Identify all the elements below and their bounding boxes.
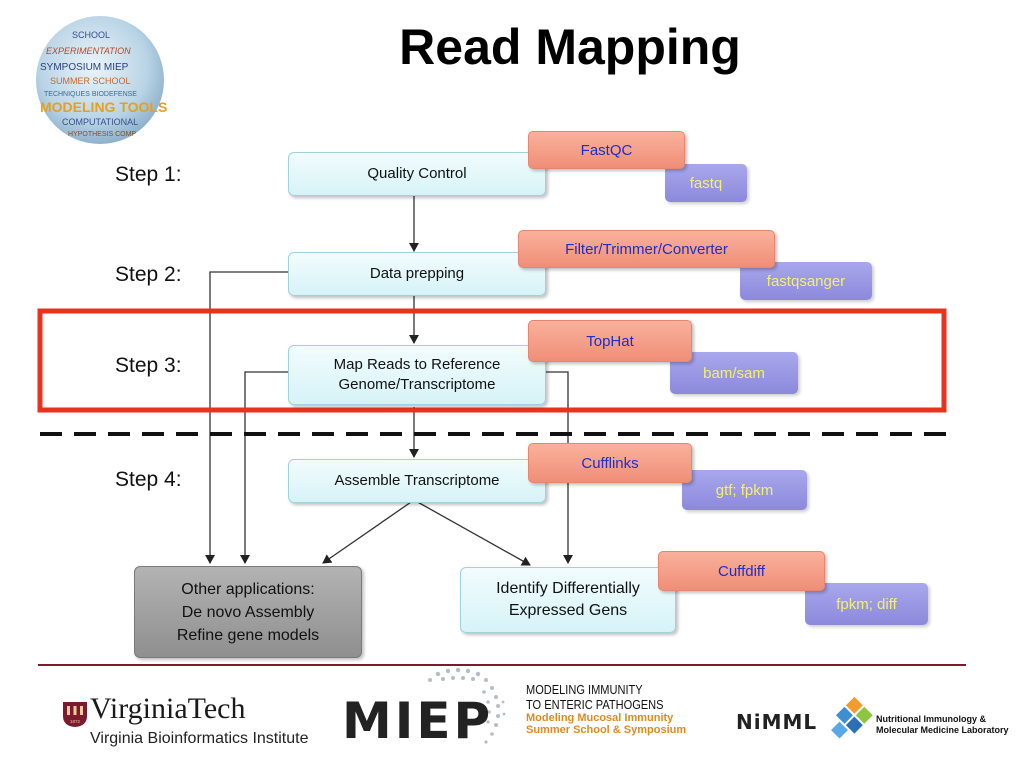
virginia-tech-logo: 1872 VirginiaTech Virginia Bioinformatic… bbox=[62, 690, 322, 754]
miep-line2: TO ENTERIC PATHOGENS bbox=[526, 697, 664, 712]
arrow-step2-other bbox=[205, 271, 288, 564]
miep-dots-icon bbox=[428, 667, 506, 744]
other-applications-line2: De novo Assembly bbox=[181, 603, 315, 621]
logo-word: COMPUTATIONAL bbox=[62, 117, 138, 127]
nimml-wordmark: NiMML bbox=[736, 710, 818, 734]
nimml-subtitle: Nutritional Immunology & Molecular Medic… bbox=[876, 714, 1009, 736]
quality-control-box: Quality Control bbox=[288, 152, 546, 196]
miep-line3: Modeling Mucosal Immunity bbox=[526, 712, 674, 724]
tool-filter-trimmer-converter: Filter/Trimmer/Converter bbox=[518, 230, 775, 268]
map-reads-box: Map Reads to Reference Genome/Transcript… bbox=[288, 345, 546, 405]
map-reads-label-line2: Genome/Transcriptome bbox=[338, 376, 496, 393]
arrow-step4-diff bbox=[413, 499, 531, 566]
map-reads-label-line1: Map Reads to Reference bbox=[333, 356, 501, 373]
differential-expression-box: Identify Differentially Expressed Gens bbox=[460, 567, 676, 633]
assemble-transcriptome-label: Assemble Transcriptome bbox=[334, 472, 500, 489]
nimml-subtitle-line1: Nutritional Immunology & bbox=[876, 714, 986, 724]
differential-expression-line2: Expressed Gens bbox=[508, 602, 628, 619]
step3-highlight-frame bbox=[37, 308, 947, 413]
step-2-label: Step 2: bbox=[115, 263, 182, 286]
footer-rule bbox=[38, 664, 966, 666]
arrow-step3-diff bbox=[543, 371, 573, 564]
logo-word: SCHOOL bbox=[72, 30, 110, 40]
other-applications-line1: Other applications: bbox=[181, 580, 315, 598]
step-3-label: Step 3: bbox=[115, 354, 182, 377]
logo-word: HYPOTHESIS COMP bbox=[68, 131, 136, 138]
word-cloud-sphere-icon: SCHOOL EXPERIMENTATION SYMPOSIUM MIEP SU… bbox=[36, 16, 167, 144]
vt-wordmark: VirginiaTech bbox=[90, 692, 246, 725]
tool-cufflinks: Cufflinks bbox=[528, 443, 692, 483]
page-title: Read Mapping bbox=[399, 19, 741, 75]
quality-control-label: Quality Control bbox=[367, 165, 467, 182]
logo-word: MODELING TOOLS bbox=[40, 99, 167, 115]
tool-fastqc: FastQC bbox=[528, 131, 685, 169]
arrow-step3-other bbox=[240, 371, 288, 564]
tool-cuffdiff: Cuffdiff bbox=[658, 551, 825, 591]
step-4-label: Step 4: bbox=[115, 468, 182, 491]
vt-subtitle: Virginia Bioinformatics Institute bbox=[90, 730, 309, 747]
miep-line4: Summer School & Symposium bbox=[526, 724, 687, 736]
step-1-label: Step 1: bbox=[115, 163, 182, 186]
format-gtf-fpkm: gtf; fpkm bbox=[682, 470, 807, 510]
data-prepping-box: Data prepping bbox=[288, 252, 546, 296]
assemble-transcriptome-box: Assemble Transcriptome bbox=[288, 459, 546, 503]
tool-tophat: TopHat bbox=[528, 320, 692, 362]
vt-crest-icon: 1872 bbox=[63, 702, 87, 727]
miep-line1: MODELING IMMUNITY bbox=[526, 682, 643, 697]
logo-word: TECHNIQUES BIODEFENSE bbox=[44, 91, 137, 98]
logo-word: EXPERIMENTATION bbox=[46, 46, 131, 56]
data-prepping-label: Data prepping bbox=[369, 265, 465, 282]
arrow-step4-other bbox=[322, 499, 415, 564]
differential-expression-line1: Identify Differentially bbox=[496, 580, 640, 597]
nimml-subtitle-line2: Molecular Medicine Laboratory bbox=[876, 725, 1009, 735]
nimml-diamond-icon bbox=[831, 696, 873, 739]
logo-word: SYMPOSIUM MIEP bbox=[40, 62, 129, 73]
vt-crest-year: 1872 bbox=[70, 719, 81, 724]
miep-wordmark: MIEP bbox=[342, 692, 494, 750]
other-applications-line3: Refine gene models bbox=[176, 626, 320, 644]
format-fastqsanger: fastqsanger bbox=[740, 262, 872, 300]
logo-word: SUMMER SCHOOL bbox=[50, 76, 131, 86]
miep-text-block: MODELING IMMUNITY TO ENTERIC PATHOGENS M… bbox=[526, 682, 726, 736]
other-applications-box: Other applications: De novo Assembly Ref… bbox=[134, 566, 362, 658]
symposium-logo: SCHOOL EXPERIMENTATION SYMPOSIUM MIEP SU… bbox=[32, 8, 172, 148]
format-fpkm-diff: fpkm; diff bbox=[805, 583, 928, 625]
format-fastq: fastq bbox=[665, 164, 747, 202]
